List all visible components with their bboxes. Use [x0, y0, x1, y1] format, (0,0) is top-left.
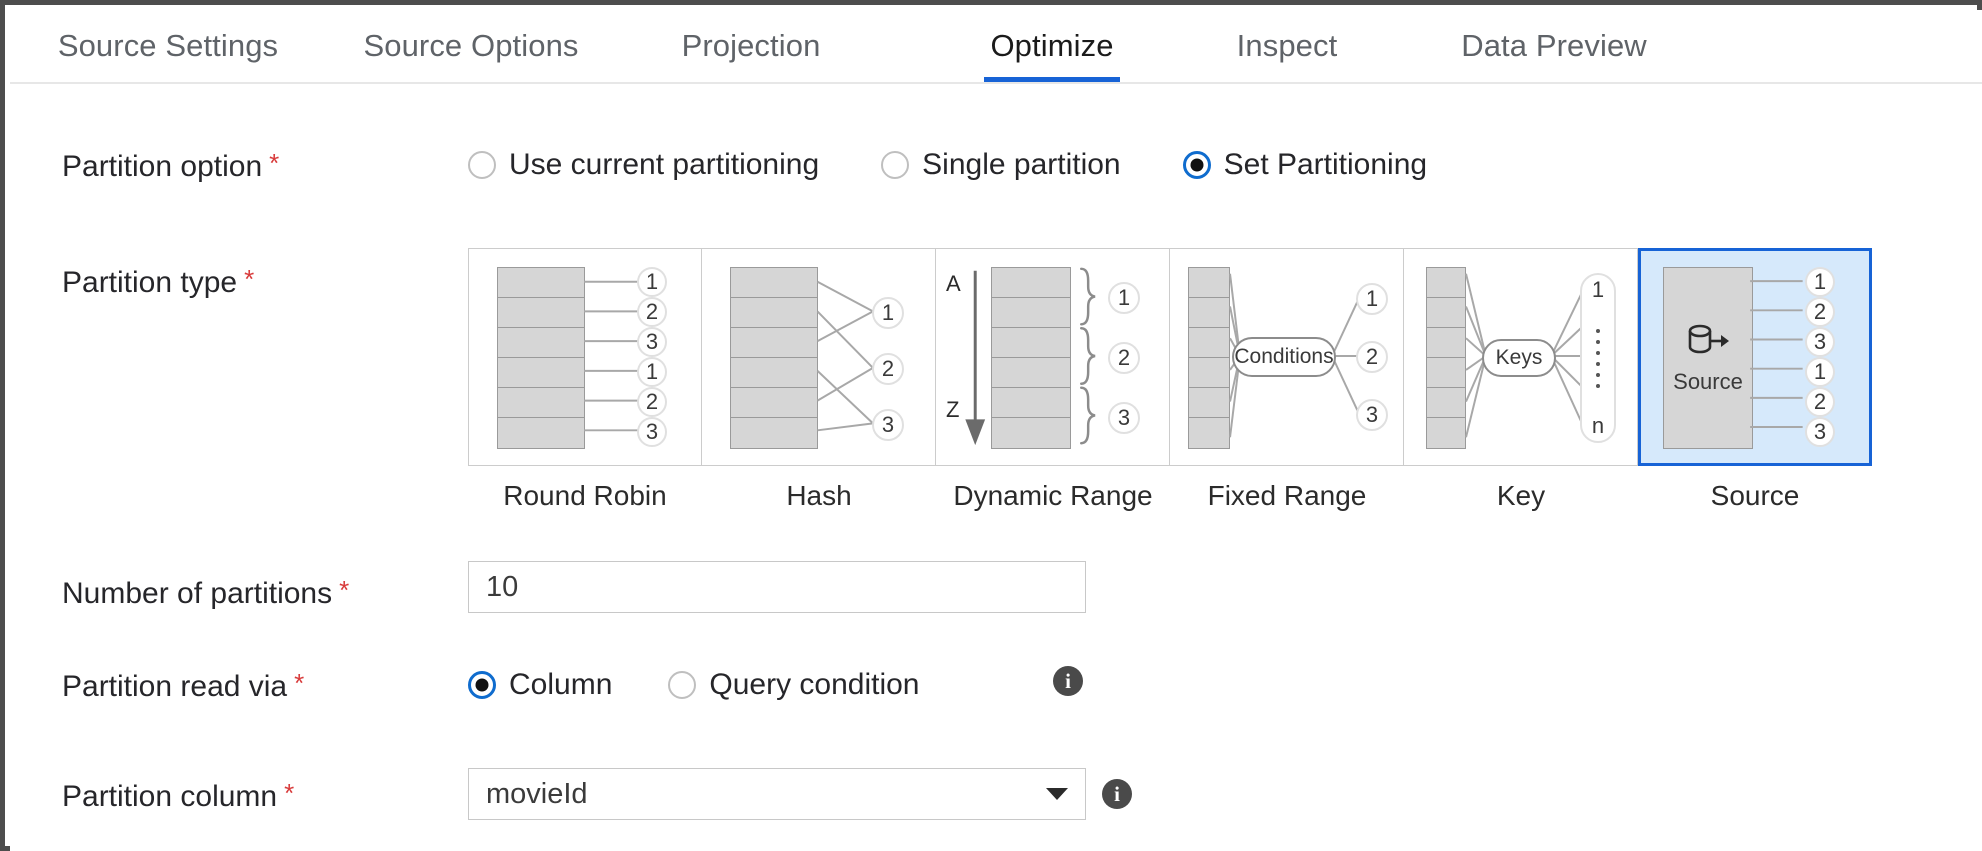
required-asterisk: *: [269, 148, 280, 178]
radio-query-condition[interactable]: Query condition: [668, 668, 920, 702]
required-asterisk: *: [294, 668, 305, 698]
partition-number: 3: [1805, 417, 1835, 447]
tab-inspect[interactable]: Inspect: [1223, 10, 1351, 82]
tab-label: Source Settings: [57, 28, 279, 63]
required-asterisk: *: [244, 264, 255, 294]
partition-chain: 1 n: [1580, 273, 1616, 443]
radio-use-current-partitioning[interactable]: Use current partitioning: [468, 148, 819, 182]
conditions-node: Conditions: [1232, 337, 1336, 377]
tab-label: Optimize: [990, 28, 1114, 63]
partition-type-card-source[interactable]: Source 1 2 3 1 2 3: [1638, 248, 1872, 466]
radio-label: Use current partitioning: [509, 148, 820, 181]
card-label-round-robin: Round Robin: [503, 480, 667, 511]
number-of-partitions-input[interactable]: 10: [468, 561, 1086, 613]
radio-label: Query condition: [709, 668, 920, 701]
tab-source-settings[interactable]: Source Settings: [48, 10, 288, 82]
data-stack-icon: [1188, 267, 1230, 449]
axis-start-label: A: [946, 271, 961, 296]
partition-number: 1: [637, 267, 667, 297]
partition-number: 1: [637, 357, 667, 387]
tab-source-options[interactable]: Source Options: [355, 10, 587, 82]
radio-indicator: [1182, 151, 1211, 179]
partition-type-card-dynamic-range[interactable]: A Z 1 2 3: [936, 248, 1170, 466]
radio-label: Set Partitioning: [1223, 148, 1428, 181]
data-stack-icon: [991, 267, 1071, 449]
source-node: Source: [1663, 267, 1753, 449]
data-stack-icon: [497, 267, 585, 449]
data-stack-icon: [1426, 267, 1466, 449]
chevron-down-icon: [1046, 788, 1068, 800]
radio-single-partition[interactable]: Single partition: [881, 148, 1121, 182]
partition-read-via-label: Partition read via*: [62, 668, 305, 703]
card-label-source: Source: [1710, 480, 1800, 511]
radio-indicator: [468, 151, 496, 179]
partition-option-label: Partition option*: [62, 148, 280, 183]
required-asterisk: *: [339, 575, 350, 605]
tab-label: Projection: [681, 28, 821, 63]
radio-indicator: [668, 671, 697, 699]
source-node-label: Source: [1673, 368, 1743, 394]
data-stack-icon: [730, 267, 818, 449]
tab-label: Source Options: [363, 28, 579, 63]
number-of-partitions-label: Number of partitions*: [62, 575, 350, 610]
card-label-key: Key: [1496, 480, 1546, 511]
partition-type-card-hash[interactable]: 1 2 3: [702, 248, 936, 466]
chain-dots-icon: [1596, 328, 1600, 388]
info-icon[interactable]: i: [1053, 666, 1083, 696]
database-export-icon: [1688, 324, 1729, 353]
required-asterisk: *: [284, 778, 295, 808]
partition-column-select[interactable]: movieId: [468, 768, 1086, 820]
partition-number: 2: [637, 387, 667, 417]
chain-end-label: n: [1591, 413, 1605, 438]
partition-type-card-list: 1 2 3 1 2 3: [468, 248, 1872, 466]
partition-number: 1: [1805, 357, 1835, 387]
partition-type-label-list: Round Robin Hash Dynamic Range Fixed Ran…: [468, 480, 1872, 522]
partition-option-radio-group: Use current partitioning Single partitio…: [468, 148, 1427, 182]
radio-set-partitioning[interactable]: Set Partitioning: [1182, 148, 1428, 182]
radio-column[interactable]: Column: [468, 668, 612, 702]
card-label-dynamic-range: Dynamic Range: [953, 480, 1153, 511]
partition-number: 2: [1805, 387, 1835, 417]
axis-end-label: Z: [946, 397, 960, 422]
partition-read-via-radio-group: Column Query condition: [468, 668, 920, 702]
partition-type-card-fixed-range[interactable]: Conditions 1 2 3: [1170, 248, 1404, 466]
keys-node: Keys: [1482, 339, 1556, 377]
partition-number: 3: [637, 327, 667, 357]
radio-indicator: [468, 671, 496, 699]
partition-number: 3: [1805, 327, 1835, 357]
radio-label: Column: [509, 668, 613, 701]
radio-label: Single partition: [922, 148, 1121, 181]
partition-number: 3: [872, 409, 904, 441]
tab-label: Inspect: [1236, 28, 1338, 63]
partition-number: 2: [1108, 342, 1140, 374]
tab-label: Data Preview: [1461, 28, 1647, 63]
partition-number: 2: [637, 297, 667, 327]
tab-bar: Source Settings Source Options Projectio…: [10, 10, 1982, 84]
partition-number: 3: [637, 417, 667, 447]
radio-indicator: [881, 151, 910, 179]
tab-projection[interactable]: Projection: [668, 10, 834, 82]
partition-number: 1: [1108, 282, 1140, 314]
partition-number: 2: [872, 353, 904, 385]
partition-number: 2: [1805, 297, 1835, 327]
partition-type-label: Partition type*: [62, 264, 255, 299]
partition-number: 1: [1805, 267, 1835, 297]
tab-optimize[interactable]: Optimize: [970, 10, 1134, 82]
partition-number: 1: [872, 297, 904, 329]
partition-column-label: Partition column*: [62, 778, 295, 813]
partition-column-value: movieId: [486, 777, 588, 810]
info-icon[interactable]: i: [1102, 779, 1132, 809]
partition-type-card-round-robin[interactable]: 1 2 3 1 2 3: [468, 248, 702, 466]
partition-number: 2: [1356, 341, 1388, 373]
partition-type-card-key[interactable]: Keys 1 n: [1404, 248, 1638, 466]
partition-number: 3: [1108, 402, 1140, 434]
chain-start-label: 1: [1591, 277, 1605, 302]
tab-data-preview[interactable]: Data Preview: [1444, 10, 1664, 82]
card-label-fixed-range: Fixed Range: [1207, 480, 1367, 511]
partition-number: 1: [1356, 283, 1388, 315]
card-label-hash: Hash: [786, 480, 852, 511]
partition-number: 3: [1356, 399, 1388, 431]
page-content: Source Settings Source Options Projectio…: [10, 10, 1982, 851]
